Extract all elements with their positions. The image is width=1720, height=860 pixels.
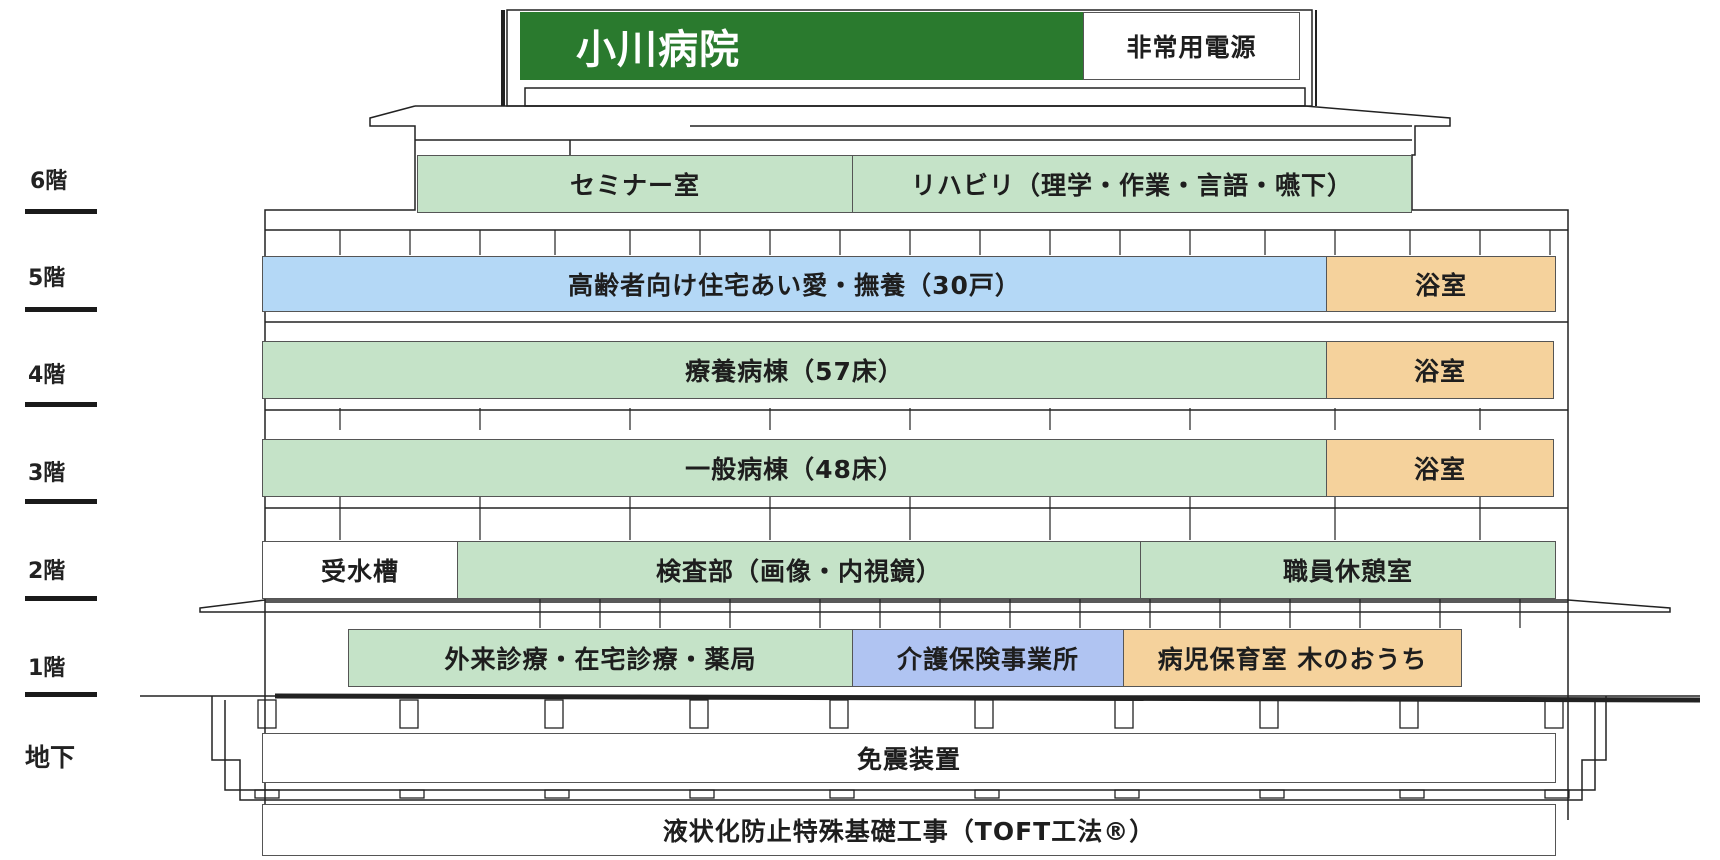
room-examination: 検査部（画像・内視鏡） bbox=[457, 541, 1141, 599]
room-outpatient-label: 外来診療・在宅診療・薬局 bbox=[444, 645, 757, 674]
room-general-ward: 一般病棟（48床） bbox=[262, 439, 1327, 497]
emergency-power-label: 非常用電源 bbox=[1126, 33, 1257, 62]
emergency-power-room: 非常用電源 bbox=[1083, 12, 1300, 80]
room-care-office: 介護保険事業所 bbox=[852, 629, 1124, 687]
room-sick-childcare: 病児保育室 木のおうち bbox=[1123, 629, 1462, 687]
room-recuperation-ward-label: 療養病棟（57床） bbox=[685, 357, 904, 386]
floor-label-6f: 6階 bbox=[30, 169, 68, 194]
room-elderly-housing-label: 高齢者向け住宅あい愛・撫養（30戸） bbox=[568, 271, 1021, 300]
room-rehabilitation-label: リハビリ（理学・作業・言語・嚥下） bbox=[910, 171, 1353, 200]
foundation-work: 液状化防止特殊基礎工事（TOFT工法®） bbox=[262, 804, 1556, 856]
floor-line-4f bbox=[25, 402, 97, 407]
foundation-work-label: 液状化防止特殊基礎工事（TOFT工法®） bbox=[662, 817, 1156, 846]
floor-label-5f: 5階 bbox=[28, 266, 66, 291]
room-bath-4f: 浴室 bbox=[1326, 341, 1554, 399]
floor-label-3f: 3階 bbox=[28, 461, 66, 486]
seismic-isolation-label: 免震装置 bbox=[856, 745, 961, 774]
floor-line-2f bbox=[25, 596, 97, 601]
room-staff-lounge: 職員休憩室 bbox=[1140, 541, 1556, 599]
room-water-tank: 受水槽 bbox=[262, 541, 458, 599]
floor-line-5f bbox=[25, 307, 97, 312]
floor-line-1f bbox=[25, 692, 97, 697]
room-care-office-label: 介護保険事業所 bbox=[896, 645, 1079, 674]
room-bath-3f-label: 浴室 bbox=[1413, 455, 1466, 484]
seismic-isolation: 免震装置 bbox=[262, 733, 1556, 783]
floor-line-6f bbox=[25, 209, 97, 214]
room-sick-childcare-label: 病児保育室 木のおうち bbox=[1157, 645, 1428, 674]
room-seminar-label: セミナー室 bbox=[569, 171, 700, 200]
room-bath-3f: 浴室 bbox=[1326, 439, 1554, 497]
room-bath-4f-label: 浴室 bbox=[1413, 357, 1466, 386]
room-outpatient: 外来診療・在宅診療・薬局 bbox=[348, 629, 853, 687]
room-water-tank-label: 受水槽 bbox=[320, 557, 399, 586]
floor-line-3f bbox=[25, 499, 97, 504]
building-outline-left bbox=[264, 105, 416, 820]
room-bath-5f-label: 浴室 bbox=[1414, 271, 1467, 300]
room-bath-5f: 浴室 bbox=[1326, 256, 1556, 312]
hospital-name-sign: 小川病院 bbox=[520, 12, 1083, 80]
room-elderly-housing: 高齢者向け住宅あい愛・撫養（30戸） bbox=[262, 256, 1327, 312]
floor-label-basement: 地下 bbox=[25, 743, 76, 772]
building-outline-right bbox=[415, 105, 1569, 820]
floor-label-2f: 2階 bbox=[28, 559, 66, 584]
hospital-name: 小川病院 bbox=[576, 27, 740, 73]
room-staff-lounge-label: 職員休憩室 bbox=[1282, 557, 1413, 586]
room-seminar: セミナー室 bbox=[417, 155, 853, 213]
floor-label-4f: 4階 bbox=[28, 363, 66, 388]
floor-label-1f: 1階 bbox=[28, 656, 66, 681]
room-rehabilitation: リハビリ（理学・作業・言語・嚥下） bbox=[852, 155, 1412, 213]
room-general-ward-label: 一般病棟（48床） bbox=[685, 455, 904, 484]
room-recuperation-ward: 療養病棟（57床） bbox=[262, 341, 1327, 399]
room-examination-label: 検査部（画像・内視鏡） bbox=[655, 557, 942, 586]
